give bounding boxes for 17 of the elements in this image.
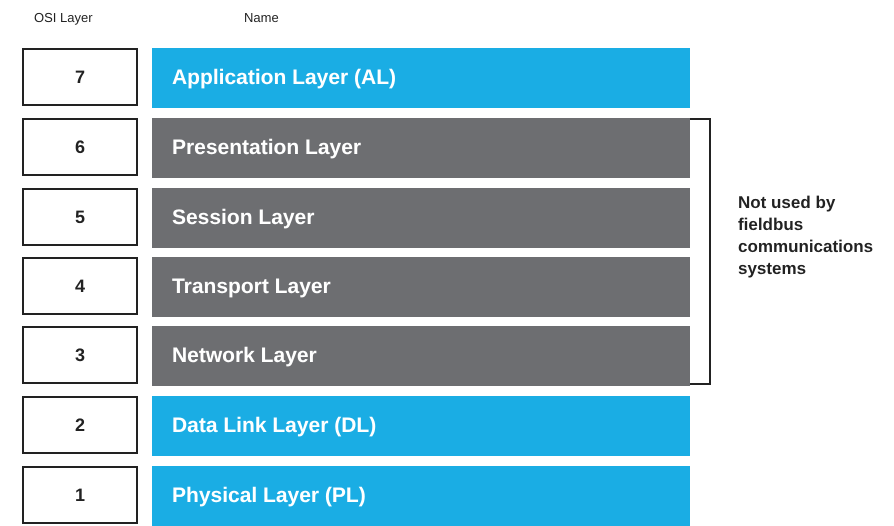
column-header: Name: [244, 10, 279, 25]
layer-name-bar: Session Layer: [152, 188, 690, 248]
layer-number-box: 7: [22, 48, 138, 106]
layer-number-box: 6: [22, 118, 138, 176]
layer-number-box: 5: [22, 188, 138, 246]
layer-name-bar: Physical Layer (PL): [152, 466, 690, 526]
note-text: Not used by fieldbus communications systems: [738, 192, 874, 280]
layer-number-box: 4: [22, 257, 138, 315]
layer-name-bar: Application Layer (AL): [152, 48, 690, 108]
layer-number-box: 3: [22, 326, 138, 384]
layer-name-bar: Data Link Layer (DL): [152, 396, 690, 456]
layer-name-bar: Network Layer: [152, 326, 690, 386]
layer-name-bar: Presentation Layer: [152, 118, 690, 178]
layer-name-bar: Transport Layer: [152, 257, 690, 317]
layer-number-box: 1: [22, 466, 138, 524]
column-header: OSI Layer: [34, 10, 93, 25]
layer-number-box: 2: [22, 396, 138, 454]
